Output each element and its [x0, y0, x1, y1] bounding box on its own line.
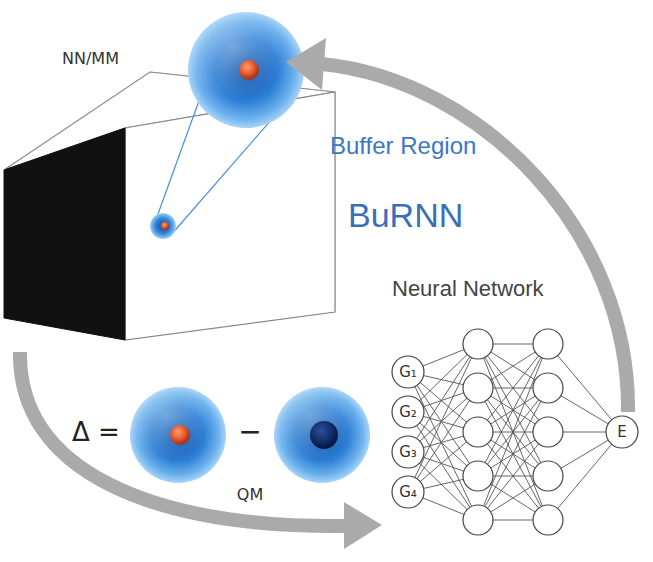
small-sphere: [150, 213, 176, 239]
method-label: QM: [237, 486, 263, 504]
input-neuron: G₁: [391, 355, 425, 389]
arrow-head: [286, 38, 326, 90]
input-neuron: G₃: [391, 435, 425, 469]
input-neuron: G₄: [391, 475, 425, 509]
output-neuron: E: [605, 415, 639, 449]
method-name: BuRNN: [348, 196, 463, 235]
buffer-sphere: [188, 12, 304, 128]
cycle-arrow: [20, 352, 345, 526]
zoom-line: [158, 98, 200, 214]
cycle-arrow: [322, 64, 628, 412]
neuron-label: E: [605, 415, 639, 449]
network-label: Neural Network: [392, 276, 544, 301]
title-label: Buffer Region: [330, 132, 476, 160]
region-label: NN/MM: [62, 50, 119, 68]
network-connections: [408, 329, 622, 535]
qm-sphere-buffer-only: [274, 387, 370, 483]
arrow-head: [344, 502, 382, 549]
neuron-label: G₄: [391, 475, 425, 509]
neuron-label: G₂: [391, 395, 425, 429]
neuron-label: G₃: [391, 435, 425, 469]
qm-sphere-with-core: [130, 387, 226, 483]
input-neuron: G₂: [391, 395, 425, 429]
delta-label: Δ =: [72, 418, 120, 448]
minus-sign: −: [238, 416, 261, 448]
neuron-label: G₁: [391, 355, 425, 389]
